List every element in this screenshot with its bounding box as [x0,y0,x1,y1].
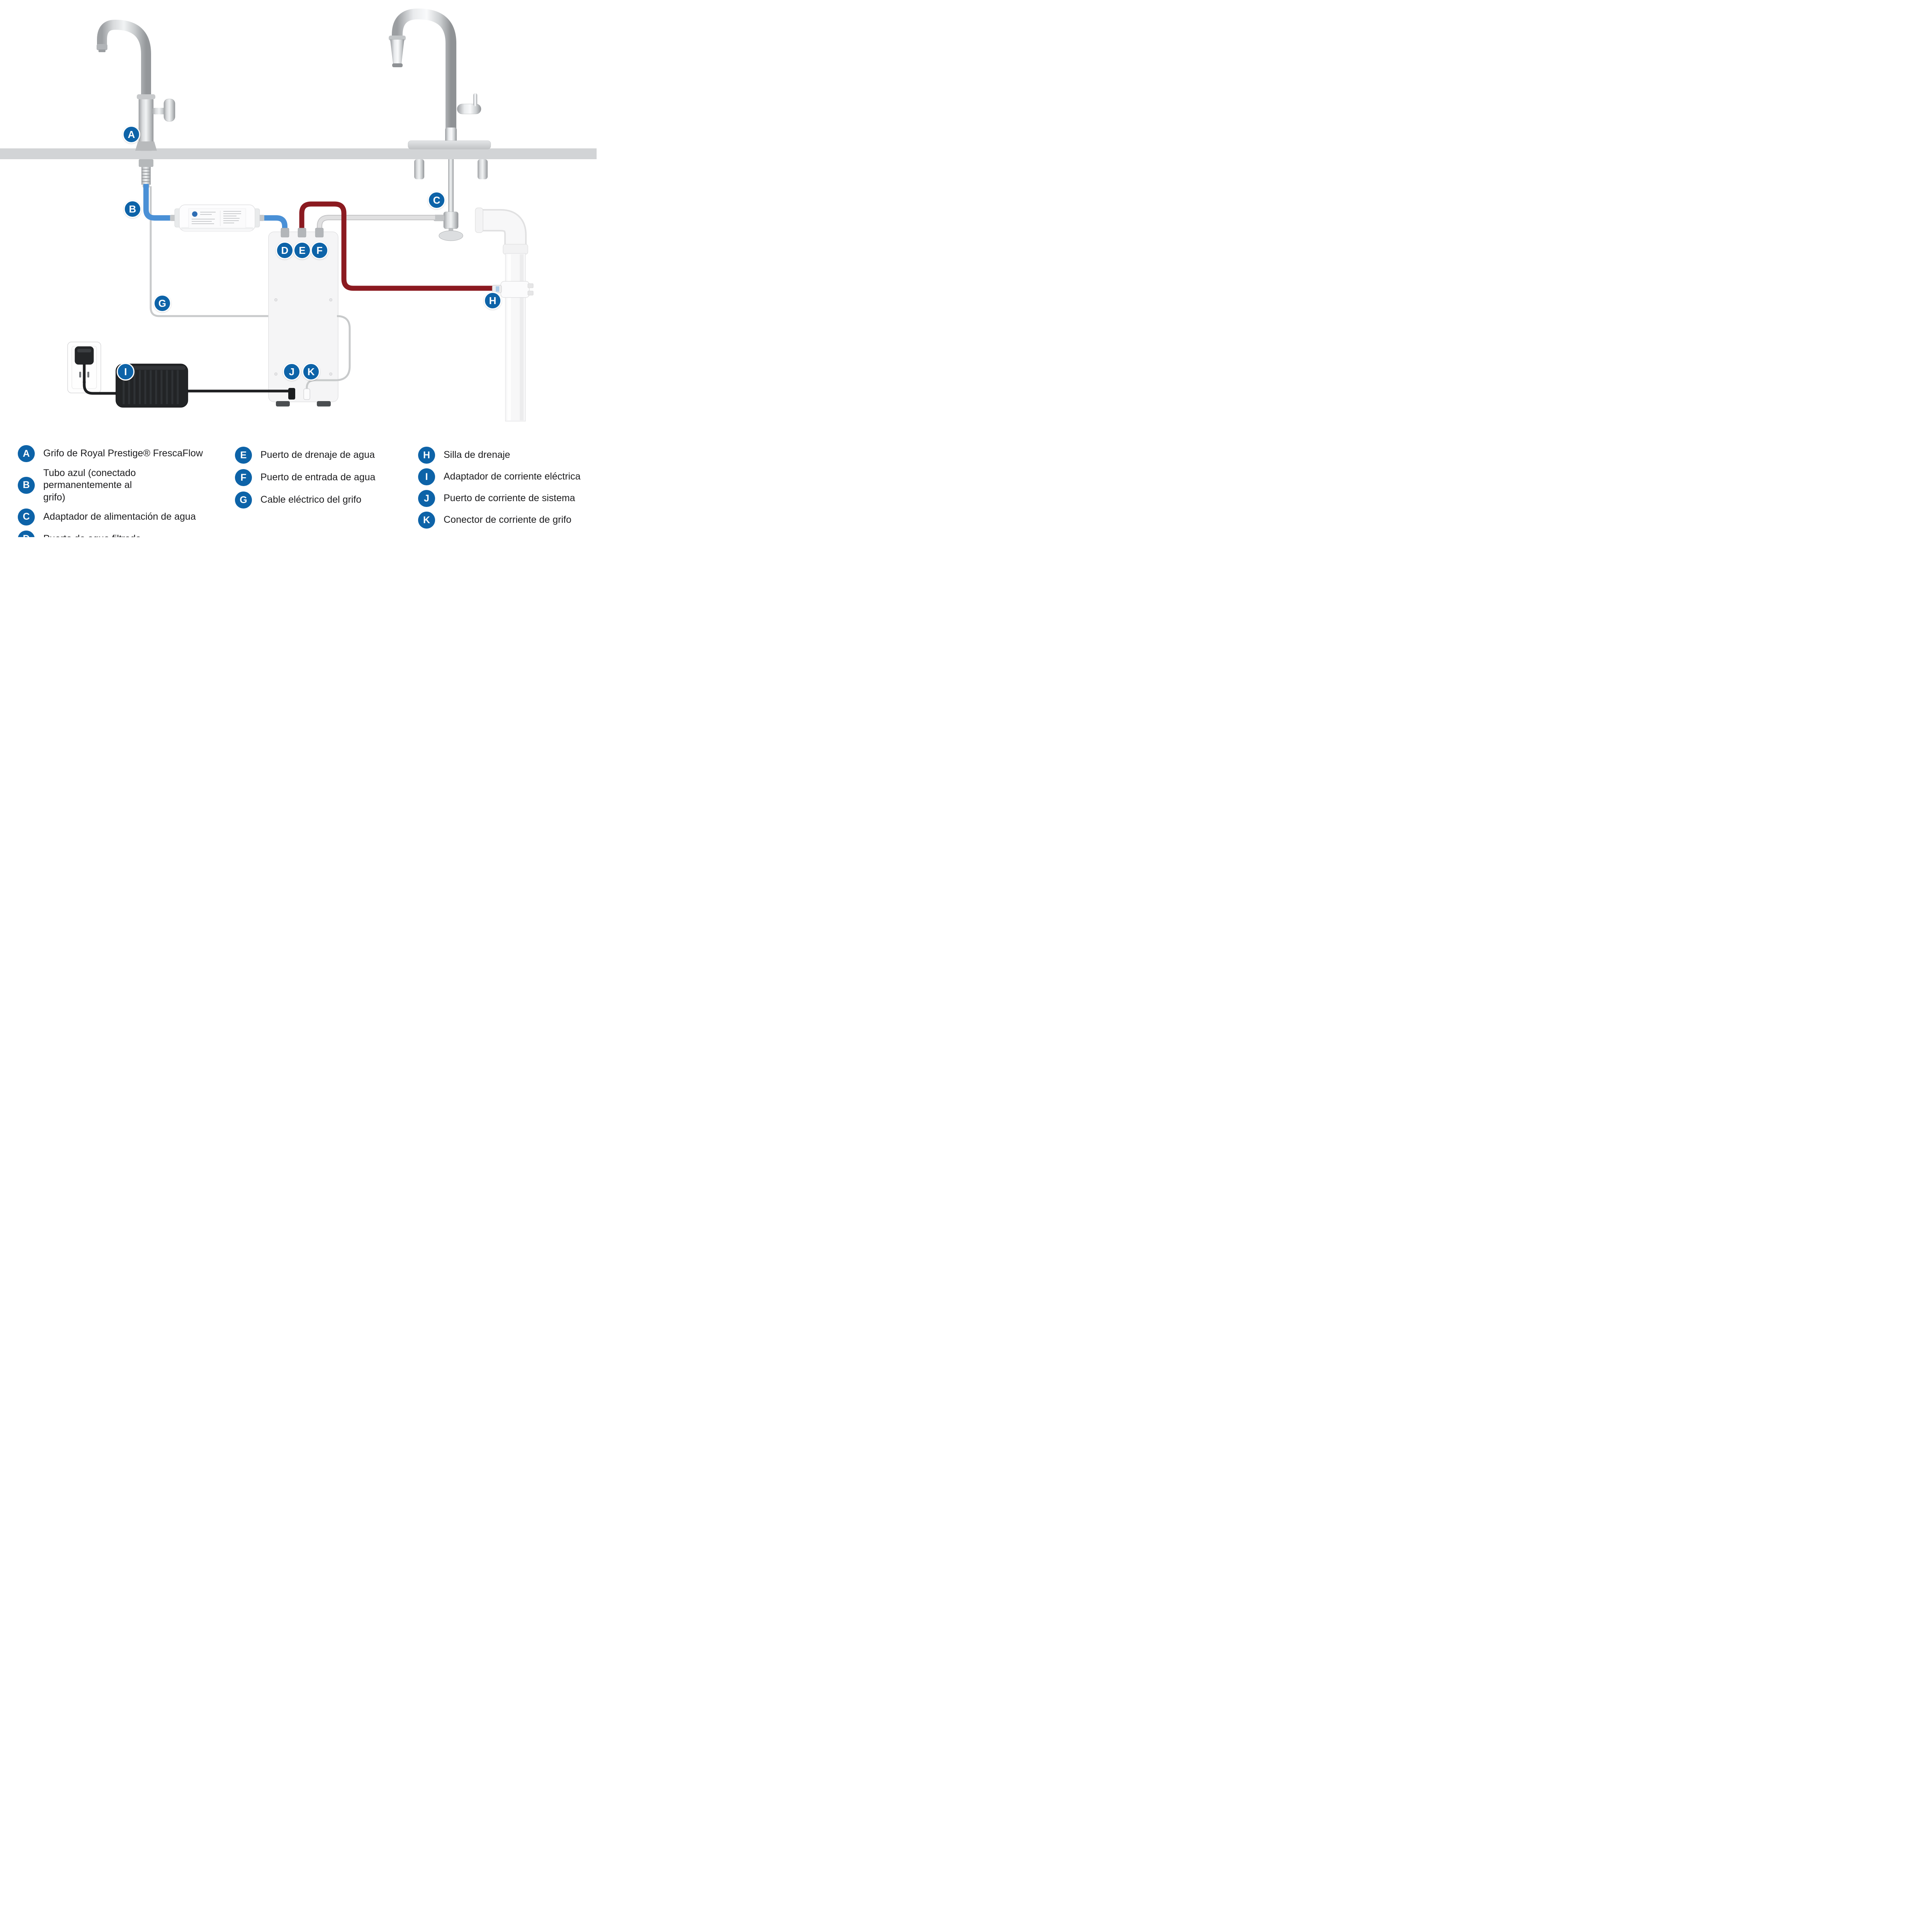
faucet-handle [152,108,167,114]
legend-badge-h: H [418,447,435,464]
water-inlet-port [315,228,324,238]
water-supply-adapter [433,159,463,241]
valve-handle [439,230,463,241]
legend-column-3: H Silla de drenaje I Adaptador de corrie… [418,447,580,533]
callout-j-badge: J [283,363,301,381]
callout-c-badge: C [428,191,446,209]
installation-diagram [0,8,597,422]
installation-diagram-page: A B C D E F G H I J K A Grifo de Royal P… [0,0,597,537]
legend-text-b: Tubo azul (conectado permanentemente al … [43,468,136,503]
faucet-mounting-nut [139,159,153,167]
legend-item-f: F Puerto de entrada de agua [235,469,375,486]
legend-item-c: C Adaptador de alimentación de agua [18,508,203,526]
legend-text-f: Puerto de entrada de agua [260,472,376,483]
callout-k-badge: K [302,363,320,381]
drain-port [298,228,306,238]
unit-top-ports [281,228,324,238]
system-power-connector [288,388,295,400]
faucet-threaded-shank [141,169,151,182]
legend-text-a: Grifo de Royal Prestige® FrescaFlow [43,448,203,459]
faucet-spout-tip [97,44,107,50]
legend-badge-k: K [418,512,435,529]
legend-text-i: Adaptador de corriente eléctrica [444,471,581,482]
legend-item-a: A Grifo de Royal Prestige® FrescaFlow [18,445,203,462]
inlet-tube [318,216,435,233]
legend-badge-e: E [235,447,252,464]
legend-item-g: G Cable eléctrico del grifo [235,492,375,509]
inlet-tube-outline [317,215,435,233]
filter-logo [192,211,197,217]
legend-badge-d: D [18,530,35,537]
legend-badge-j: J [418,490,435,507]
legend-text-c: Adaptador de alimentación de agua [43,511,196,522]
countertop [0,148,597,159]
drain-pipe [475,207,528,422]
legend-text-g: Cable eléctrico del grifo [260,494,362,505]
faucet-cable-front [306,315,351,391]
filtered-water-faucet [97,19,175,188]
inline-filter [170,204,264,231]
callout-d-badge: D [276,242,294,259]
callout-g-badge: G [153,294,171,312]
legend-item-i: I Adaptador de corriente eléctrica [418,468,580,485]
legend-item-b: B Tubo azul (conectado permanentemente a… [18,467,203,503]
kitchen-faucet-handle [457,104,481,114]
legend-badge-f: F [235,469,252,486]
legend-text-d: Puerto de agua filtrada [43,533,141,537]
legend-item-k: K Conector de corriente de grifo [418,512,580,529]
callout-h-badge: H [484,292,502,310]
drain-tube [299,201,496,291]
legend-text-k: Conector de corriente de grifo [444,514,571,526]
filtered-water-port [281,228,289,238]
unit-foot [317,401,331,406]
callout-f-badge: F [311,242,328,259]
adapter-ribs [122,370,179,404]
legend-badge-a: A [18,445,35,462]
power-plug [75,346,94,365]
legend-column-2: E Puerto de drenaje de agua F Puerto de … [235,447,375,514]
kitchen-faucet [389,8,491,179]
legend-badge-b: B [18,476,35,494]
legend-text-h: Silla de drenaje [444,449,510,461]
legend-item-d: D Puerto de agua filtrada [18,530,203,537]
callout-i-badge: I [117,363,134,381]
legend-item-e: E Puerto de drenaje de agua [235,447,375,464]
legend-item-h: H Silla de drenaje [418,447,580,464]
legend-item-j: J Puerto de corriente de sistema [418,490,580,507]
callout-b-badge: B [124,200,141,218]
legend-badge-i: I [418,468,435,485]
sprayer-head [390,39,405,67]
callout-a-badge: A [122,126,140,143]
filter-label-lines [192,211,241,224]
callout-e-badge: E [293,242,311,259]
legend-badge-g: G [235,492,252,509]
unit-foot [276,401,290,406]
faucet-cable-back [150,186,338,317]
legend-column-1: A Grifo de Royal Prestige® FrescaFlow B … [18,445,203,537]
power-cord-wall [83,364,116,395]
faucet-power-connector [303,388,310,400]
legend-badge-c: C [18,508,35,526]
legend-text-e: Puerto de drenaje de agua [260,449,375,461]
deck-plate [408,140,491,150]
legend-text-j: Puerto de corriente de sistema [444,493,575,504]
